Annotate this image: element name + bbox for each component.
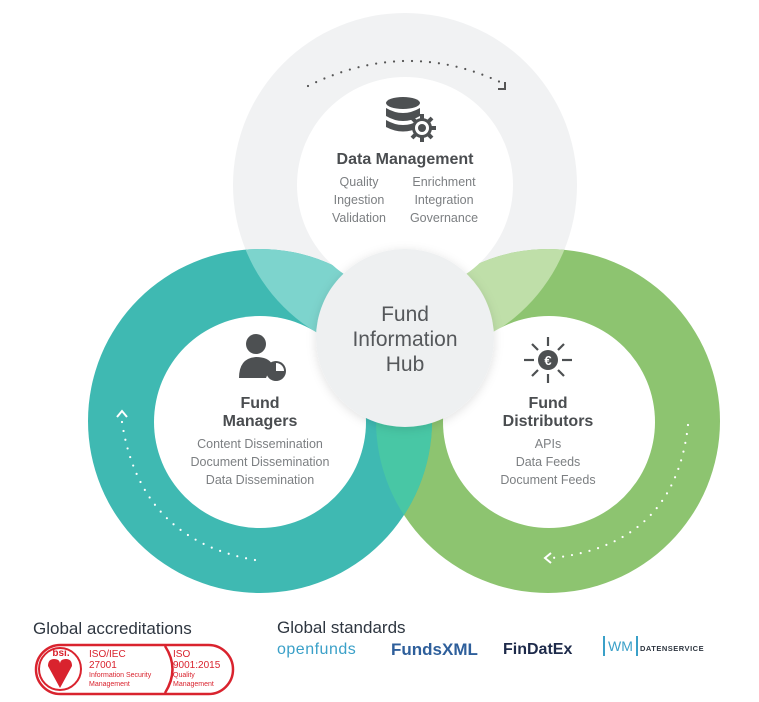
- user-pie-chart-icon: [239, 334, 286, 381]
- badge-line: ISO: [173, 649, 191, 660]
- list-item: Governance: [409, 211, 479, 225]
- fund-distributors-inner: [443, 316, 655, 528]
- fund-managers-title: Fund Managers: [180, 395, 340, 431]
- list-item: Data Dissemination: [205, 473, 315, 487]
- top-arrowhead-icon: [498, 82, 506, 90]
- list-item: Document Feeds: [500, 473, 596, 487]
- data-management-inner: [297, 77, 513, 293]
- fund-distributors-list: APIs Data Feeds Document Feeds: [468, 435, 628, 489]
- list-item: Enrichment: [412, 175, 476, 189]
- data-management-list-right: Enrichment Integration Governance: [402, 173, 486, 227]
- datenservice-logo: DATENSERVICE: [640, 644, 705, 653]
- title-line: Distributors: [502, 413, 594, 430]
- list-item: Ingestion: [333, 193, 385, 207]
- iso-accreditation-badge: [34, 643, 235, 696]
- list-item: Content Dissemination: [197, 437, 323, 451]
- hub-line: Information: [352, 328, 458, 351]
- iso-27001-label: ISO/IEC 27001 Information Security Manag…: [89, 649, 151, 689]
- list-item: Document Dissemination: [190, 455, 330, 469]
- badge-line: Management: [173, 681, 214, 688]
- hub-title: Fund Information Hub: [325, 302, 485, 377]
- left-dotted-arrow: [120, 420, 257, 562]
- iso-9001-label: ISO 9001:2015 Quality Management: [173, 649, 220, 689]
- list-item: Integration: [414, 193, 474, 207]
- title-line: Fund: [240, 395, 280, 412]
- fund-managers-inner: [154, 316, 366, 528]
- badge-line: 9001:2015: [173, 660, 221, 671]
- hub-line: Hub: [385, 353, 425, 376]
- data-management-list-left: Quality Ingestion Validation: [318, 173, 400, 227]
- bsi-logo-text: bsi.: [52, 648, 70, 659]
- hub-line: Fund: [381, 303, 429, 326]
- badge-line: 27001: [89, 660, 117, 671]
- bsi-heart-icon: [48, 659, 72, 688]
- fundsxml-logo: FundsXML: [391, 640, 478, 659]
- fund-distributors-title: Fund Distributors: [468, 395, 628, 431]
- wm-logo: WM: [603, 636, 638, 656]
- badge-line: Quality: [173, 672, 195, 679]
- right-chevron-left-icon: [543, 552, 552, 564]
- svg-text:€: €: [544, 353, 551, 368]
- list-item: Validation: [332, 211, 386, 225]
- findatex-logo: FinDatEx: [503, 641, 573, 658]
- euro-distribution-icon: €: [524, 337, 572, 383]
- badge-line: ISO/IEC: [89, 649, 126, 660]
- title-line: Managers: [222, 413, 298, 430]
- accreditations-heading: Global accreditations: [33, 619, 192, 638]
- standards-heading: Global standards: [277, 618, 406, 637]
- database-gear-icon: [386, 97, 436, 142]
- fund-managers-list: Content Dissemination Document Dissemina…: [170, 435, 350, 489]
- badge-line: Information Security: [89, 672, 152, 679]
- data-management-title: Data Management: [336, 151, 474, 168]
- hub-circle: [316, 249, 494, 427]
- badge-line: Management: [89, 681, 130, 688]
- list-item: Data Feeds: [515, 455, 581, 469]
- list-item: APIs: [534, 437, 562, 451]
- title-line: Fund: [528, 395, 568, 412]
- right-dotted-arrow: [550, 423, 690, 560]
- openfunds-logo: openfunds: [277, 641, 357, 658]
- list-item: Quality: [339, 175, 379, 189]
- left-chevron-up-icon: [116, 409, 128, 418]
